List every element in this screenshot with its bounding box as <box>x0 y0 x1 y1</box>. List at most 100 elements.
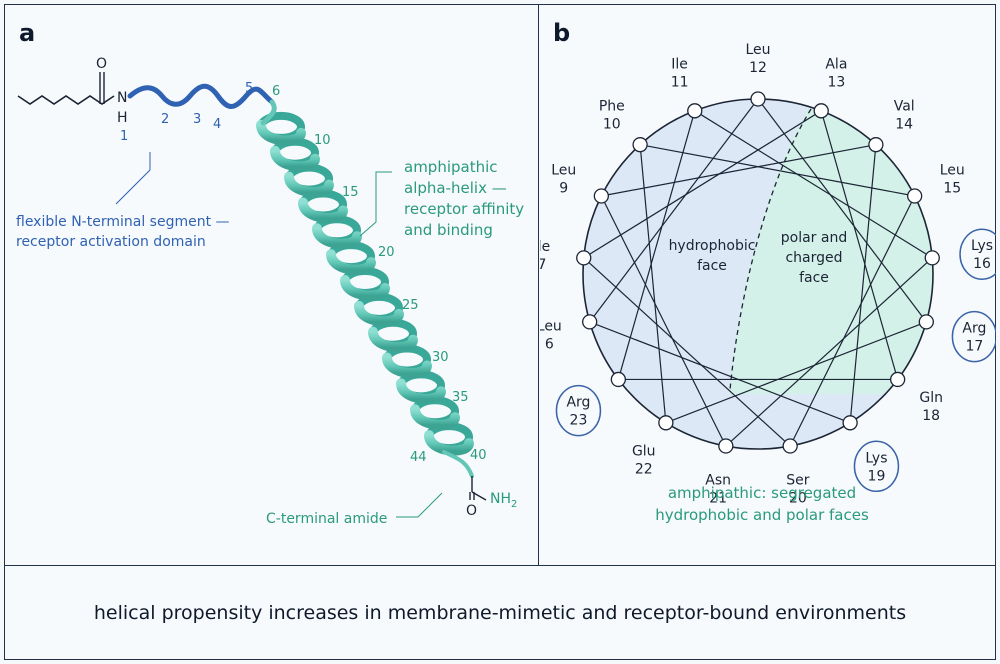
wheel-chord <box>757 98 927 323</box>
acyl-chain <box>17 95 115 105</box>
wheel-residue-name: Phe <box>599 99 625 115</box>
flexible-leader-line <box>115 152 151 205</box>
wheel-residue-name: Glu <box>632 443 656 459</box>
wheel-node-22 <box>658 415 674 431</box>
wheel-residue-number: 20 <box>789 490 807 506</box>
flexible-annotation-line2: receptor activation domain <box>16 234 206 250</box>
helix-annotation-line4: and binding <box>404 221 493 239</box>
wheel-residue-number: 12 <box>749 60 767 76</box>
wheel-chord <box>589 321 851 424</box>
panel-a-letter: a <box>19 19 36 47</box>
wheel-node-10 <box>632 137 648 153</box>
wheel-residue-number: 11 <box>671 75 689 91</box>
helix-leader-line <box>359 171 392 237</box>
polar-face-label-3: face <box>799 270 829 286</box>
c-term-nh2-label: NH2 <box>490 491 517 510</box>
wheel-residue-name: Leu <box>940 162 965 178</box>
helix-residue-25: 25 <box>402 298 419 313</box>
amide-h-label: H <box>117 110 128 126</box>
wheel-chord <box>694 110 933 259</box>
helix-turn-front <box>340 275 390 301</box>
wheel-residue-name: Leu <box>551 162 576 178</box>
wheel-caption-1: amphipathic: segregated <box>668 484 856 502</box>
wheel-chord <box>789 195 916 447</box>
charged-residue-ring <box>853 440 900 493</box>
polar-face-label-2: charged <box>785 250 842 266</box>
wheel-node-9 <box>593 188 609 204</box>
wheel-residue-number: 10 <box>603 117 621 133</box>
helix-residue-10: 10 <box>314 133 331 148</box>
n-segment-residue-5: 5 <box>245 81 253 96</box>
wheel-residue-number: 16 <box>973 256 991 272</box>
helix-turn-front <box>410 404 460 430</box>
n-segment-residue-4: 4 <box>213 117 221 132</box>
helix-turn-front <box>382 352 432 379</box>
helix-turn-front <box>354 300 404 327</box>
wheel-chord <box>589 98 759 323</box>
caption-text: helical propensity increases in membrane… <box>93 601 907 624</box>
wheel-residue-name: Asn <box>705 472 731 488</box>
wheel-residue-number: 17 <box>965 339 983 355</box>
wheel-chord <box>665 321 927 424</box>
helix-residue-30: 30 <box>432 350 449 365</box>
n-segment-residue-2: 2 <box>161 112 169 127</box>
wheel-residue-name: Ile <box>671 57 688 73</box>
wheel-chord <box>601 144 877 197</box>
wheel-chord <box>617 110 696 380</box>
n-terminal-segment <box>127 83 275 109</box>
wheel-connections <box>583 98 933 447</box>
wheel-chord <box>583 257 791 447</box>
wheel-residue-name: Ser <box>786 472 810 488</box>
wheel-node-12 <box>750 91 766 107</box>
wheel-residue-name: Lys <box>971 238 993 254</box>
wheel-chord <box>583 110 822 259</box>
helix-annotation-line1: amphipathic <box>404 158 498 176</box>
helix-turn-front <box>396 378 446 404</box>
wheel-residue-number: 18 <box>922 408 940 424</box>
n-segment-residue-3: 3 <box>193 112 201 127</box>
helix-residue-35: 35 <box>452 390 469 405</box>
wheel-node-19 <box>842 415 858 431</box>
helix-turn-front <box>312 223 362 249</box>
charged-residue-ring <box>959 228 996 280</box>
helix-turn-front <box>270 145 320 172</box>
helix-turn-front <box>424 430 474 456</box>
wheel-chord <box>820 110 899 380</box>
wheel-caption-2: hydrophobic and polar faces <box>655 506 869 524</box>
wheel-residue-number: 9 <box>559 180 568 196</box>
wheel-residue-number: 6 <box>545 336 554 352</box>
hydrophobic-face-label-2: face <box>697 258 727 274</box>
helix-turn-front <box>298 197 348 223</box>
helix-turn-front <box>256 119 306 146</box>
wheel-node-15 <box>907 188 923 204</box>
carbonyl-o-label: O <box>96 56 107 72</box>
polar-face-label-1: polar and <box>781 230 847 246</box>
wheel-residue-number: 15 <box>943 180 961 196</box>
helix-turn-front <box>326 249 376 275</box>
wheel-chord <box>639 144 667 423</box>
helix-residue-44: 44 <box>410 450 427 465</box>
flexible-annotation-line1: flexible N-terminal segment — <box>16 214 230 230</box>
wheel-node-17 <box>918 314 934 330</box>
helix-start-linker <box>260 99 277 126</box>
c-terminal-linker <box>442 450 474 478</box>
wheel-node-7 <box>576 250 592 266</box>
alpha-helix <box>256 99 474 456</box>
helix-annotation-line2: alpha-helix — <box>404 179 507 197</box>
wheel-node-11 <box>687 103 703 119</box>
charged-residue-ring <box>555 384 602 437</box>
n-segment-residue-1: 1 <box>120 129 128 144</box>
wheel-node-6 <box>582 314 598 330</box>
wheel-residue-name: Arg <box>566 395 590 411</box>
wheel-chord <box>639 144 915 197</box>
n-segment-residue-6: 6 <box>272 84 280 99</box>
helix-residue-40: 40 <box>470 448 487 463</box>
wheel-node-23 <box>610 371 626 388</box>
wheel-node-13 <box>813 103 829 119</box>
helix-annotation-line3: receptor affinity <box>404 200 524 218</box>
charged-residue-ring <box>951 310 996 363</box>
c-term-leader-line <box>396 492 443 518</box>
